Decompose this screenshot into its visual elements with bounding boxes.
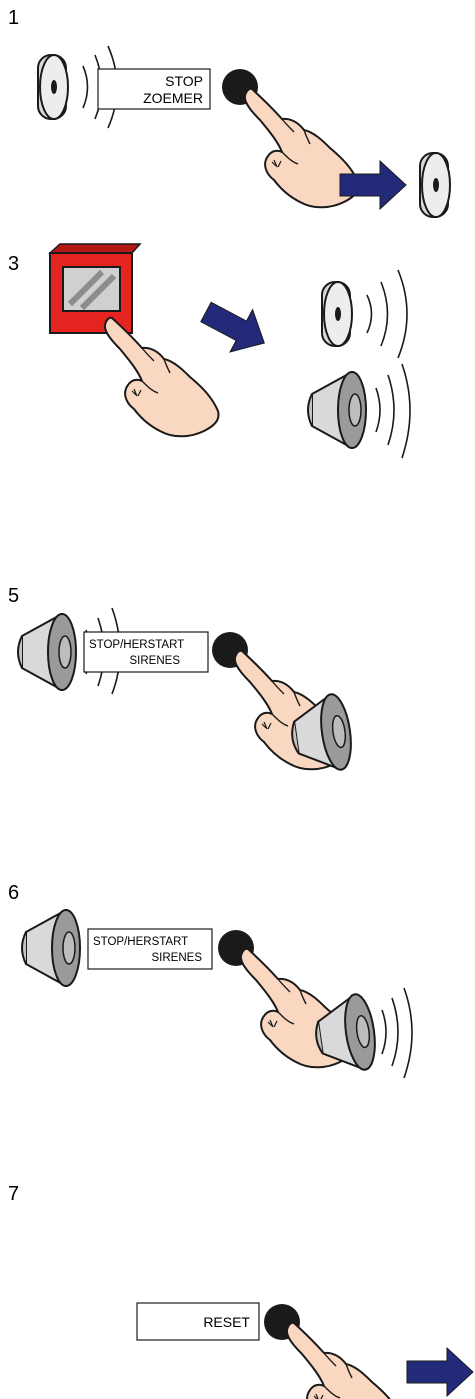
hand-icon — [285, 1321, 402, 1399]
step-3: 3 — [8, 243, 411, 459]
sound-waves-icon — [381, 987, 413, 1079]
call-point-icon — [48, 243, 142, 334]
step-number: 6 — [8, 882, 19, 904]
step-number: 7 — [8, 1183, 19, 1205]
stop-zoemer-label-box — [97, 68, 211, 110]
stop-herstart-label-line1: STOP/HERSTART — [89, 639, 184, 651]
buzzer-icon — [321, 281, 353, 347]
step-number: 3 — [8, 253, 19, 275]
stop-herstart-sirenes-label-box — [87, 928, 213, 970]
step-7: 7 RESET — [8, 1183, 474, 1399]
step-6: 6 STOP/HERSTART SIRENES — [8, 882, 413, 1079]
step-5: 5 STOP/HERSTART SIRENES — [8, 585, 357, 777]
step-number: 1 — [8, 7, 19, 29]
buzzer-icon — [419, 152, 451, 218]
reset-label: RESET — [203, 1314, 250, 1330]
arrow-right-icon — [406, 1347, 474, 1397]
sound-waves-icon — [366, 269, 408, 359]
siren-icon — [17, 613, 77, 691]
stop-herstart-sirenes-label-box — [83, 631, 209, 673]
siren-icon — [307, 371, 367, 449]
arrow-right-icon — [194, 290, 277, 365]
reset-label-box — [136, 1302, 260, 1341]
buzzer-icon — [37, 54, 69, 120]
step-number: 5 — [8, 585, 19, 607]
hand-icon — [103, 316, 220, 438]
step-1: 1 STOP ZOEMER — [8, 7, 451, 218]
sound-waves-icon — [375, 363, 411, 459]
siren-icon — [21, 909, 81, 987]
stop-zoemer-label-line1: STOP — [165, 73, 203, 89]
stop-herstart-label-line2: SIRENES — [152, 952, 203, 964]
stop-herstart-label-line2: SIRENES — [130, 655, 181, 667]
stop-zoemer-label-line2: ZOEMER — [143, 90, 203, 106]
stop-herstart-label-line1: STOP/HERSTART — [93, 936, 188, 948]
